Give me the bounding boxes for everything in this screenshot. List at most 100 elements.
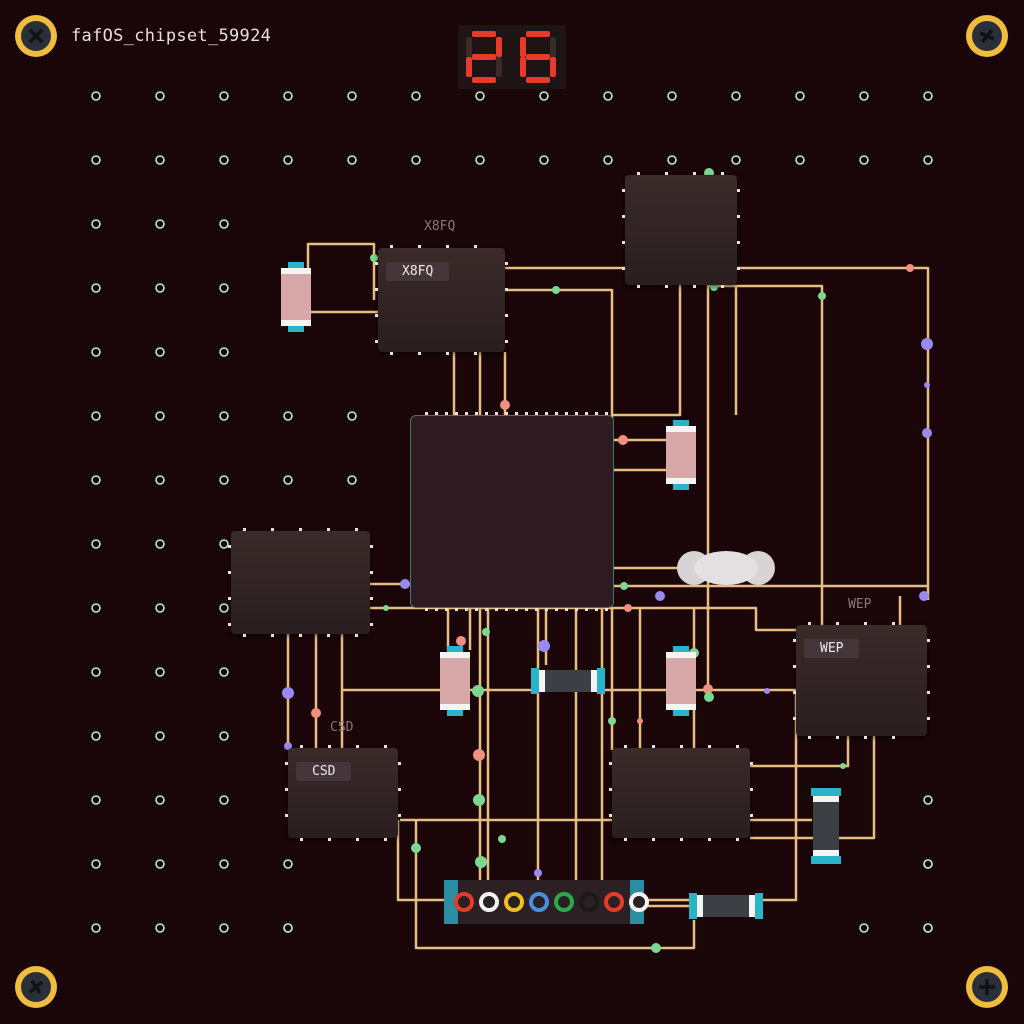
capacitor[interactable] [665,646,699,716]
resistor[interactable] [531,666,605,696]
chip-pin [243,528,246,531]
via [91,155,101,165]
capacitor[interactable] [665,420,699,490]
header-pin-blue[interactable] [529,892,549,912]
via [91,347,101,357]
chip-csd[interactable]: CSD [285,745,401,841]
chip-pin [609,788,612,791]
header-pin-green[interactable] [554,892,574,912]
chip-pin [721,285,724,288]
header-pin-white[interactable] [479,892,499,912]
cpu-pin [485,608,488,611]
via [731,155,741,165]
resistor[interactable] [810,788,842,864]
via [283,923,293,933]
cpu-pin [455,412,458,415]
cpu-pin [595,608,598,611]
via-dot [473,794,485,806]
cpu-pin [535,608,538,611]
chip-pin [693,172,696,175]
chip-pin [693,285,696,288]
segment-b [496,37,502,57]
via [731,91,741,101]
chip-left[interactable] [228,528,373,637]
via [283,91,293,101]
chip-pin [637,172,640,175]
chip-pin [665,172,668,175]
chip-pin [300,745,303,748]
chip-pin [375,314,378,317]
header-pin-red[interactable] [604,892,624,912]
via [155,411,165,421]
screw-icon [966,966,1008,1008]
chip-pin [927,717,930,720]
cpu-pin [555,412,558,415]
via [923,155,933,165]
segment-a [472,31,496,37]
chip-pin [622,267,625,270]
chip-x8fq[interactable]: X8FQ [375,245,508,355]
cpu-pin [455,608,458,611]
chip-top-right[interactable] [622,172,740,288]
chip-pin [892,736,895,739]
chip-pin [370,597,373,600]
header-pin-white[interactable] [629,892,649,912]
via-dot [498,835,506,843]
chip-pin [271,634,274,637]
cpu-pin [475,608,478,611]
via [475,91,485,101]
cpu-pin [575,608,578,611]
chip-pin [836,622,839,625]
via [91,795,101,805]
cpu-pin [545,412,548,415]
via-dot [704,692,714,702]
via-dot [311,708,321,718]
resistor[interactable] [689,891,763,921]
segment-g [472,54,496,60]
chip-pin [328,838,331,841]
pin-header[interactable] [444,880,649,924]
via-dot [411,843,421,853]
chip-pin [228,545,231,548]
via-dot [500,400,510,410]
via [155,283,165,293]
cpu-pin [495,608,498,611]
via-dot [620,582,628,590]
cpu-pin [595,412,598,415]
main-processor[interactable] [410,412,614,611]
cpu-pin [465,608,468,611]
header-pin-black[interactable] [579,892,599,912]
cpu-pin [425,412,428,415]
via-dot [383,605,389,611]
chip-pin [355,528,358,531]
via-grid [91,91,933,933]
segment-e [520,57,526,77]
header-pin-red[interactable] [454,892,474,912]
via [475,155,485,165]
capacitor[interactable] [439,646,473,716]
via [155,859,165,869]
chip-pin [446,352,449,355]
header-pin-yellow[interactable] [504,892,524,912]
via [219,731,229,741]
chip-pin [624,838,627,841]
via [923,795,933,805]
via [155,795,165,805]
via [155,731,165,741]
via [283,411,293,421]
via [539,91,549,101]
chip-pin [609,762,612,765]
cpu-pin [515,412,518,415]
chip-pin [285,762,288,765]
via-dot [475,856,487,868]
via [219,475,229,485]
chip-bottom-right[interactable] [609,745,753,841]
via [859,91,869,101]
via-dot [919,591,929,601]
chip-pin [356,838,359,841]
chip-wep[interactable]: WEP [793,622,930,739]
chip-pin [708,745,711,748]
capacitor[interactable] [280,262,314,332]
chip-pin [737,267,740,270]
chip-label: CSD [296,762,352,781]
